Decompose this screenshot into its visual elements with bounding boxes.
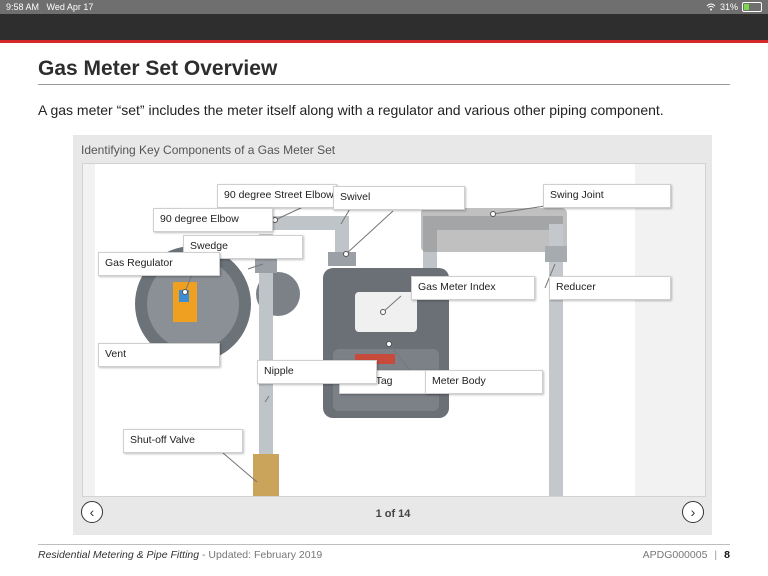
chevron-right-icon: › [690, 504, 696, 520]
app-toolbar [0, 14, 768, 40]
image-gallery: Identifying Key Components of a Gas Mete… [73, 135, 712, 535]
previous-button[interactable]: ‹ [81, 501, 103, 523]
label-meter-body[interactable]: Meter Body [425, 370, 543, 394]
battery-charging-icon [742, 2, 762, 12]
label-elbow[interactable]: 90 degree Elbow [153, 208, 273, 232]
label-street-elbow[interactable]: 90 degree Street Elbow [217, 184, 337, 208]
label-swing-joint[interactable]: Swing Joint [543, 184, 671, 208]
status-right: 31% [706, 2, 762, 12]
page-subtitle: A gas meter “set” includes the meter its… [38, 102, 664, 118]
battery-percent: 31% [719, 2, 738, 12]
gallery-title: Identifying Key Components of a Gas Mete… [81, 143, 336, 157]
course-title: Residential Metering & Pipe Fitting [38, 549, 200, 561]
status-bar: 9:58 AM Wed Apr 17 31% [0, 0, 768, 14]
label-reducer[interactable]: Reducer [549, 276, 671, 300]
label-nipple[interactable]: Nipple [257, 360, 377, 384]
updated-date: - Updated: February 2019 [202, 549, 323, 561]
wifi-icon [706, 3, 716, 11]
chevron-left-icon: ‹ [89, 504, 95, 520]
slide-counter: 1 of 14 [375, 508, 411, 520]
label-shutoff-valve[interactable]: Shut-off Valve [123, 429, 243, 453]
footer-divider [38, 544, 730, 545]
label-vent[interactable]: Vent [98, 343, 220, 367]
accent-divider [0, 40, 768, 43]
footer-page-info: APDG000005 | 8 [643, 549, 730, 561]
title-divider [38, 84, 730, 85]
gallery-image[interactable]: 90 degree Street Elbow Swivel Swing Join… [82, 163, 706, 497]
status-time: 9:58 AM Wed Apr 17 [6, 2, 94, 12]
label-gas-regulator[interactable]: Gas Regulator [98, 252, 220, 276]
page-title: Gas Meter Set Overview [38, 57, 278, 80]
label-swivel[interactable]: Swivel [333, 186, 465, 210]
next-button[interactable]: › [682, 501, 704, 523]
page-number: 8 [724, 549, 730, 561]
label-gas-meter-index[interactable]: Gas Meter Index [411, 276, 535, 300]
footer-course-info: Residential Metering & Pipe Fitting - Up… [38, 549, 322, 561]
document-code: APDG000005 [642, 549, 708, 561]
footer-separator: | [714, 549, 718, 561]
